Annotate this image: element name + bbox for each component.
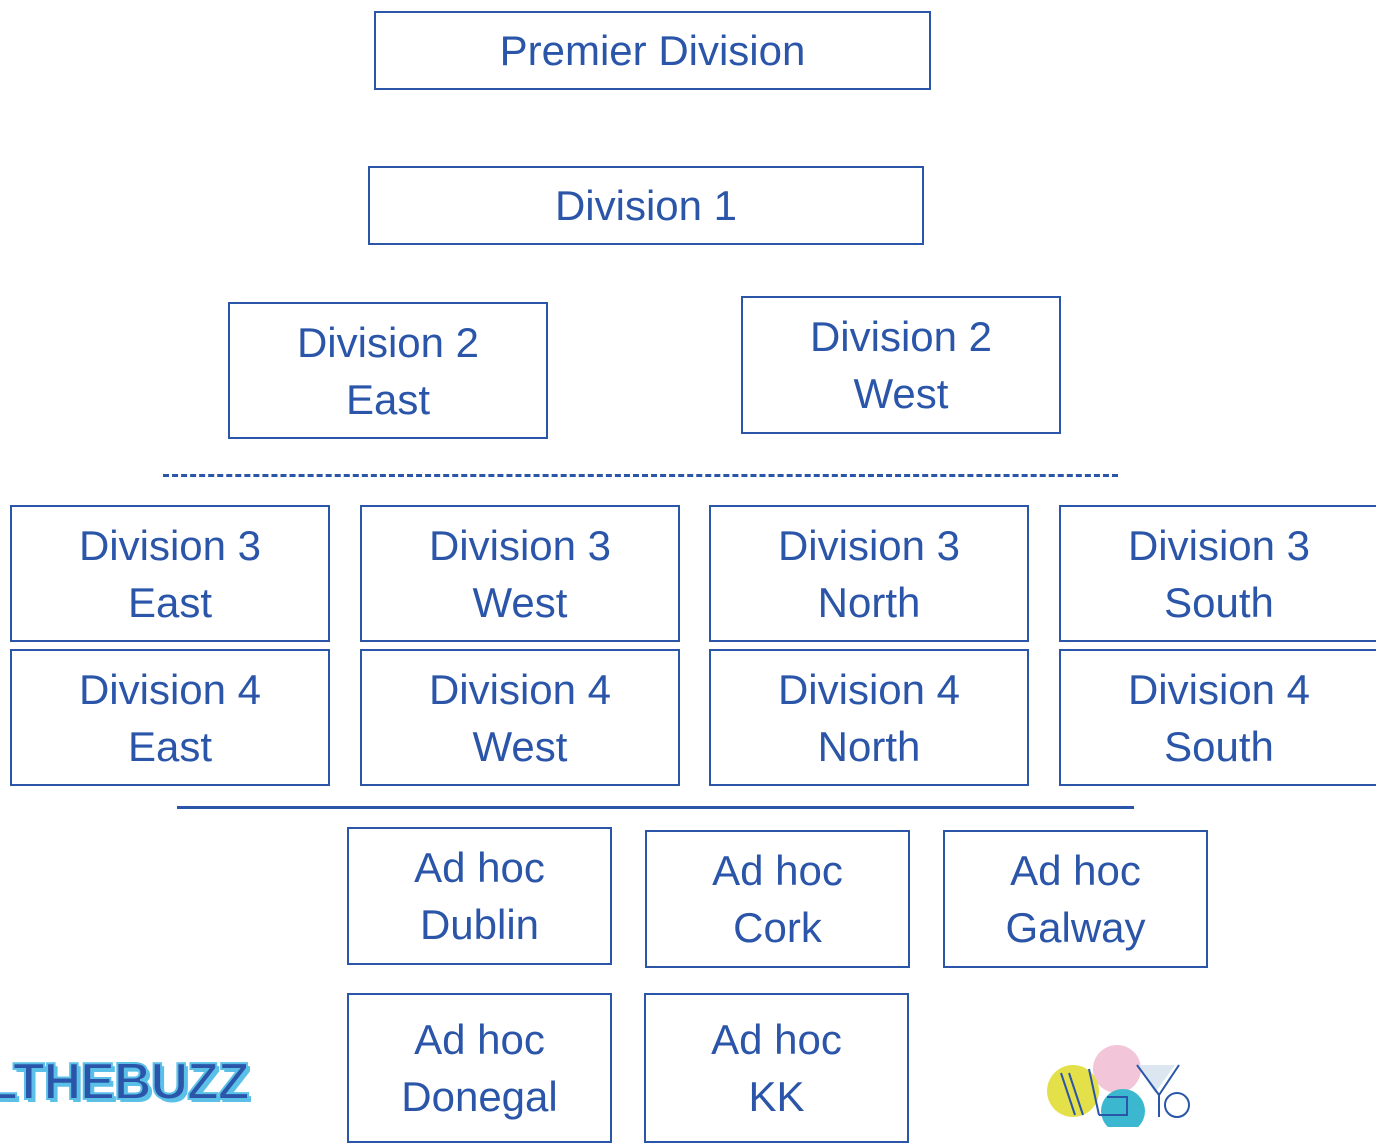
- box-label-line1: Division 4: [777, 665, 961, 713]
- adhoc-donegal-box: Ad hoc Donegal: [347, 993, 612, 1143]
- division-1-box: Division 1: [368, 166, 924, 245]
- box-label-line2: KK: [748, 1073, 805, 1120]
- box-label-line2: Donegal: [401, 1073, 558, 1120]
- adhoc-cork-box: Ad hoc Cork: [645, 830, 910, 968]
- division-4-west-box: Division 4 West: [360, 649, 680, 786]
- box-label-line1: Ad hoc: [711, 1016, 842, 1063]
- box-label-line2: Galway: [1005, 904, 1146, 951]
- box-label-line1: Division 2: [296, 318, 480, 366]
- division-2-east-box: Division 2 East: [228, 302, 548, 439]
- adhoc-galway-box: Ad hoc Galway: [943, 830, 1208, 968]
- adhoc-dublin-box: Ad hoc Dublin: [347, 827, 612, 965]
- adhoc-kk-box: Ad hoc KK: [644, 993, 909, 1143]
- dashed-separator: [163, 474, 1118, 477]
- box-label-line2: North: [817, 578, 921, 626]
- box-label-line1: Ad hoc: [712, 847, 843, 894]
- premier-division-box: Premier Division: [374, 11, 931, 90]
- division-4-east-box: Division 4 East: [10, 649, 330, 786]
- box-label-line1: Ad hoc: [1010, 847, 1141, 894]
- box-label-line2: West: [472, 722, 568, 770]
- division-3-south-box: Division 3 South: [1059, 505, 1376, 642]
- box-label-line1: Division 4: [78, 665, 262, 713]
- box-label-line1: Division 4: [428, 665, 612, 713]
- box-label-line1: Division 3: [428, 521, 612, 569]
- box-label-line2: Cork: [733, 904, 822, 951]
- box-label-line1: Division 4: [1127, 665, 1311, 713]
- box-label-line1: Ad hoc: [414, 844, 545, 891]
- box-label-line2: North: [817, 722, 921, 770]
- box-label-line2: East: [127, 722, 213, 770]
- box-label-line2: East: [127, 578, 213, 626]
- division-4-north-box: Division 4 North: [709, 649, 1029, 786]
- thebuzz-logo: LTHEBUZZ: [0, 1052, 251, 1112]
- box-label-line2: South: [1164, 578, 1274, 626]
- division-3-east-box: Division 3 East: [10, 505, 330, 642]
- box-label-line1: Division 2: [809, 313, 993, 360]
- box-label-line2: West: [472, 578, 568, 626]
- box-label-line2: West: [853, 370, 949, 417]
- box-label: Premier Division: [499, 27, 806, 74]
- box-label-line2: Dublin: [419, 901, 540, 948]
- multicolor-shapes-logo-icon: [1047, 1045, 1190, 1127]
- box-label-line2: East: [345, 375, 431, 423]
- box-label-line1: Division 3: [777, 521, 961, 569]
- division-2-west-box: Division 2 West: [741, 296, 1061, 434]
- division-4-south-box: Division 4 South: [1059, 649, 1376, 786]
- box-label-line1: Division 3: [78, 521, 262, 569]
- solid-separator: [177, 806, 1134, 809]
- box-label-line2: South: [1164, 722, 1274, 770]
- box-label-line1: Ad hoc: [414, 1016, 545, 1063]
- division-3-north-box: Division 3 North: [709, 505, 1029, 642]
- division-3-west-box: Division 3 West: [360, 505, 680, 642]
- box-label: Division 1: [554, 182, 738, 229]
- box-label-line1: Division 3: [1127, 521, 1311, 569]
